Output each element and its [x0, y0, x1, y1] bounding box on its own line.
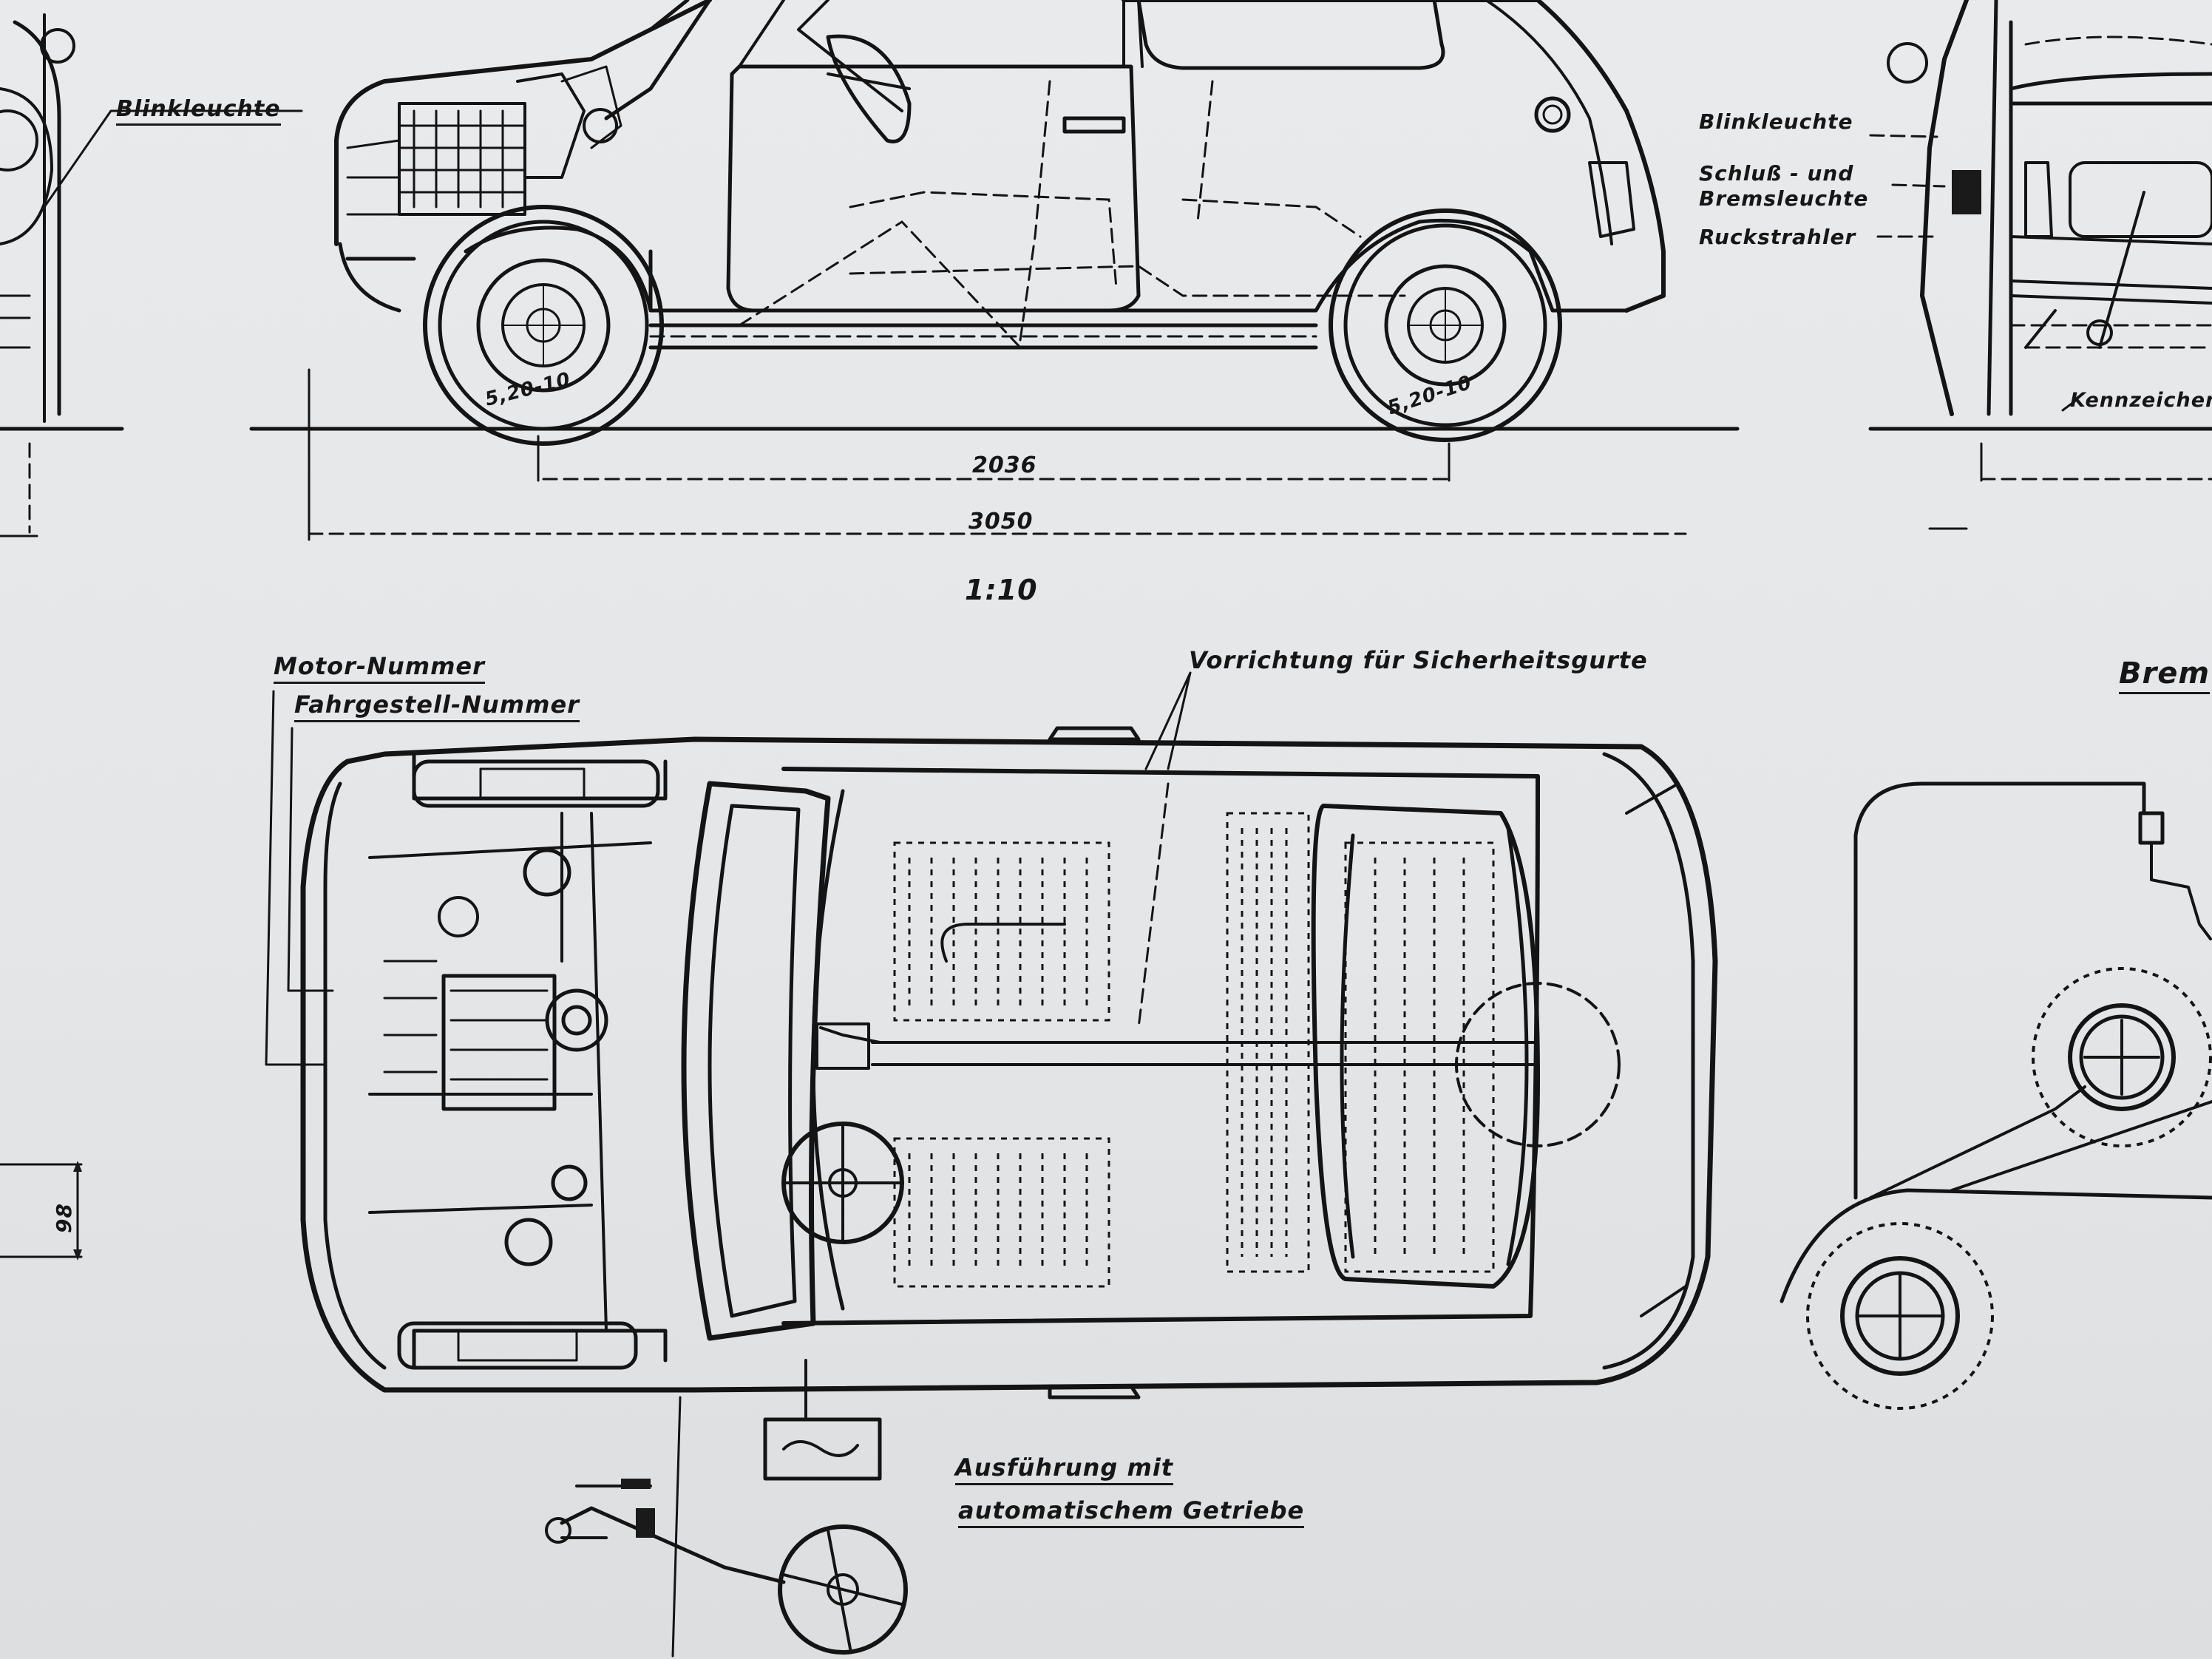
rear-seat-grid: [893, 812, 1495, 1288]
top-view-drawing: [0, 671, 1718, 1400]
label-motor-nummer: Motor-Nummer: [274, 652, 485, 684]
label-schluss-und: Schluß - und: [1699, 161, 1854, 186]
rear-wheel-side: [1329, 208, 1562, 442]
rear-view-partial: [1868, 0, 2212, 530]
label-ruckstrahler: Ruckstrahler: [1699, 225, 1856, 249]
side-engine: [346, 65, 622, 216]
label-blinkleuchte-right: Blinkleuchte: [1699, 109, 1853, 134]
dimension-overall-length: 3050: [968, 509, 1034, 535]
label-vorrichtung-sicherheitsgurte: Vorrichtung für Sicherheitsgurte: [1189, 646, 1648, 674]
label-brem: Brem: [2119, 657, 2211, 694]
label-ausfuhrung-line1: Ausführung mit: [955, 1453, 1174, 1485]
automatic-gearbox-detail: [545, 1359, 908, 1658]
label-ausfuhrung-line2: automatischem Getriebe: [958, 1496, 1305, 1528]
dimension-wheelbase: 2036: [972, 452, 1037, 478]
side-view-drawing: [43, 0, 1740, 541]
dimension-left-small: 98: [52, 1203, 76, 1233]
front-wheel-side: [423, 205, 664, 446]
front-view-partial: [0, 13, 124, 537]
label-fahrgestell-nummer: Fahrgestell-Nummer: [294, 691, 580, 722]
label-blinkleuchte-left: Blinkleuchte: [116, 96, 281, 126]
brake-system-detail: [1780, 781, 2212, 1410]
scale-label: 1:10: [965, 574, 1038, 606]
top-engine: [368, 759, 660, 1370]
label-bremsleuchte: Bremsleuchte: [1699, 186, 1869, 211]
label-kennzeichen: Kennzeichen: [2070, 389, 2212, 412]
